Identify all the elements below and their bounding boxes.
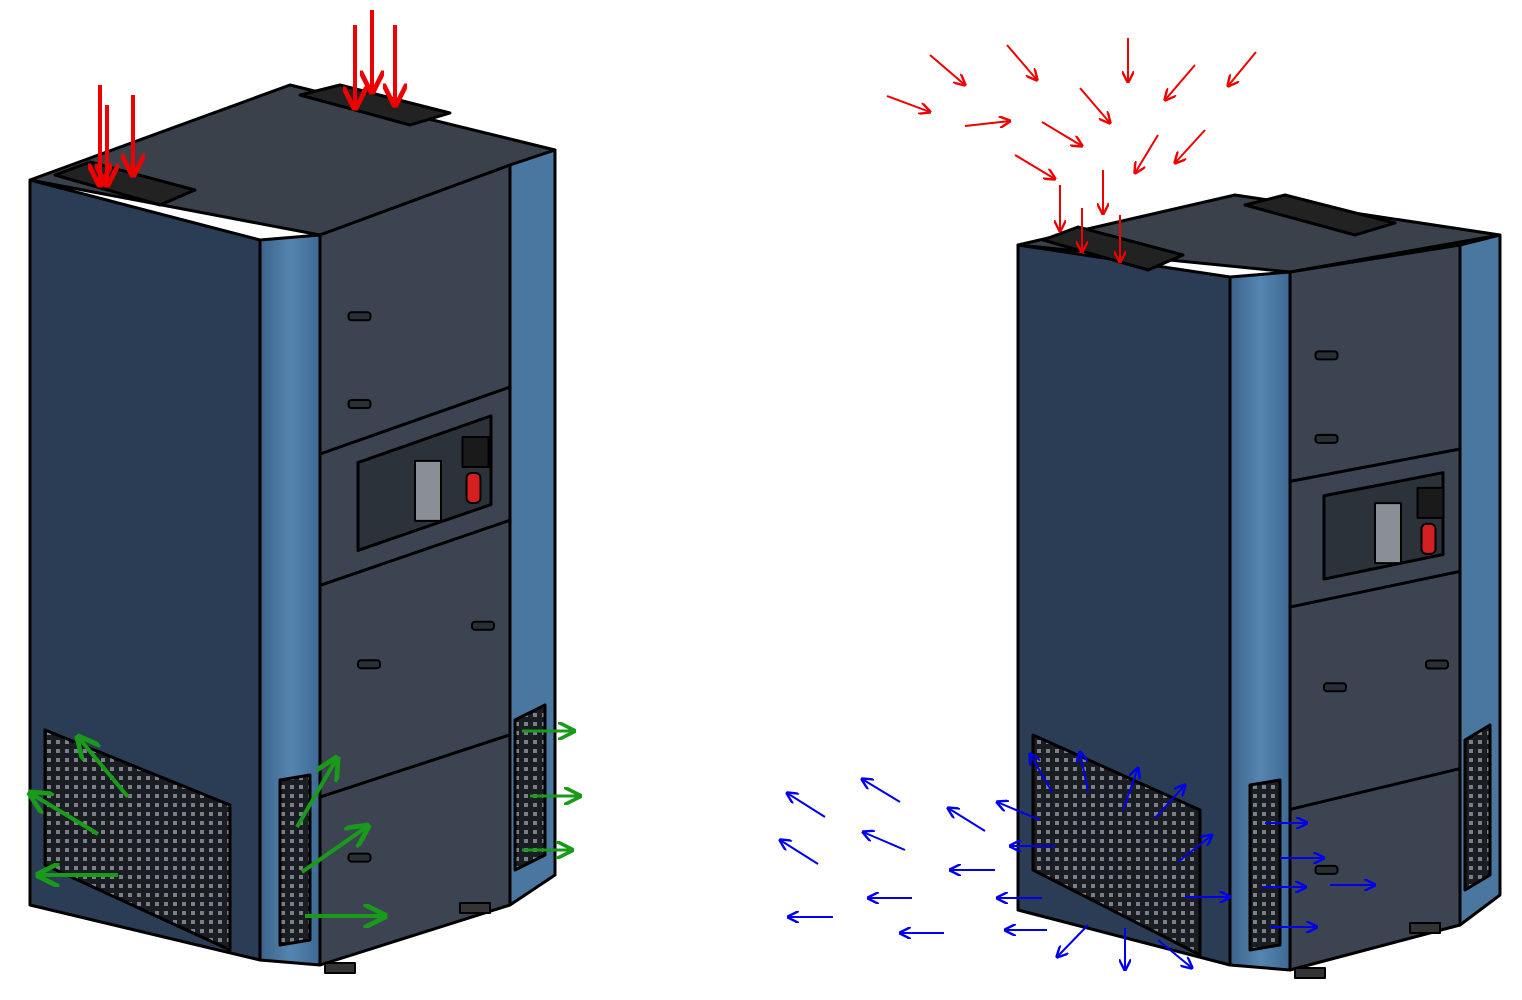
intake-arrow-icon — [1079, 87, 1110, 123]
side-grille — [1031, 733, 1202, 957]
exhaust-arrow-icon — [787, 793, 826, 818]
handle — [347, 399, 372, 410]
intake-arrow-icon — [1006, 44, 1037, 80]
corner-grille — [1248, 778, 1282, 952]
panel-seam — [319, 385, 511, 456]
exhaust-arrow-icon — [30, 793, 100, 836]
corner-grille — [278, 773, 312, 947]
exhaust-arrow-icon — [1080, 752, 1089, 793]
right-cabinet — [1016, 193, 1502, 979]
exhaust-arrow-icon — [1122, 768, 1138, 811]
top-vent — [1243, 193, 1397, 237]
top-vent — [298, 83, 452, 127]
handle — [1425, 659, 1449, 670]
display-window — [414, 459, 442, 522]
panel-seam — [1289, 569, 1461, 609]
power-socket — [1416, 486, 1445, 519]
intake-arrow-icon — [1041, 121, 1082, 146]
intake-arrow-icon — [929, 54, 965, 85]
intake-arrow-icon — [886, 95, 930, 112]
handle — [1314, 433, 1339, 444]
handle — [1323, 682, 1347, 693]
exhaust-arrow-icon — [78, 737, 130, 799]
foot — [324, 962, 356, 974]
handle — [347, 311, 372, 322]
handle — [347, 852, 372, 863]
intake-arrow-icon — [964, 121, 1010, 126]
intake-arrow-icon — [1014, 154, 1055, 179]
panel-seam — [319, 518, 511, 587]
exhaust-arrow-icon — [780, 840, 819, 865]
foot — [459, 902, 491, 914]
panel-seam — [319, 733, 511, 799]
handle — [1314, 864, 1339, 875]
handle — [357, 659, 381, 670]
top-vent — [1041, 225, 1185, 272]
intake-arrow-icon — [1165, 64, 1196, 100]
left-cabinet — [28, 83, 557, 974]
plug-icon — [465, 471, 482, 504]
panel-seam — [1289, 767, 1461, 811]
exhaust-arrow-icon — [300, 826, 368, 874]
exhaust-arrow-icon — [1057, 924, 1089, 957]
exhaust-arrow-icon — [1030, 754, 1053, 793]
display-window — [1374, 502, 1402, 565]
handle — [471, 620, 495, 631]
panel-seam — [1289, 447, 1461, 483]
exhaust-arrow-icon — [997, 802, 1041, 821]
handle — [1314, 350, 1339, 361]
front-panel — [318, 163, 512, 967]
intake-arrow-icon — [1175, 129, 1206, 163]
rear-grille — [513, 703, 547, 872]
airflow-arrows — [30, 10, 1375, 970]
exhaust-arrow-icon — [1154, 785, 1185, 819]
intake-arrow-icon — [1228, 51, 1257, 86]
foot — [1409, 922, 1441, 934]
exhaust-arrow-icon — [862, 779, 901, 803]
exhaust-arrow-icon — [1177, 835, 1212, 863]
foot — [1294, 967, 1326, 979]
power-socket — [461, 435, 490, 468]
exhaust-arrow-icon — [1157, 939, 1192, 968]
side-grille — [43, 728, 232, 952]
exhaust-arrow-icon — [948, 808, 986, 832]
exhaust-arrow-icon — [863, 832, 906, 851]
plug-icon — [1420, 522, 1437, 555]
rear-grille — [1463, 723, 1492, 892]
exhaust-arrow-icon — [295, 758, 337, 829]
intake-arrow-icon — [1135, 134, 1159, 173]
